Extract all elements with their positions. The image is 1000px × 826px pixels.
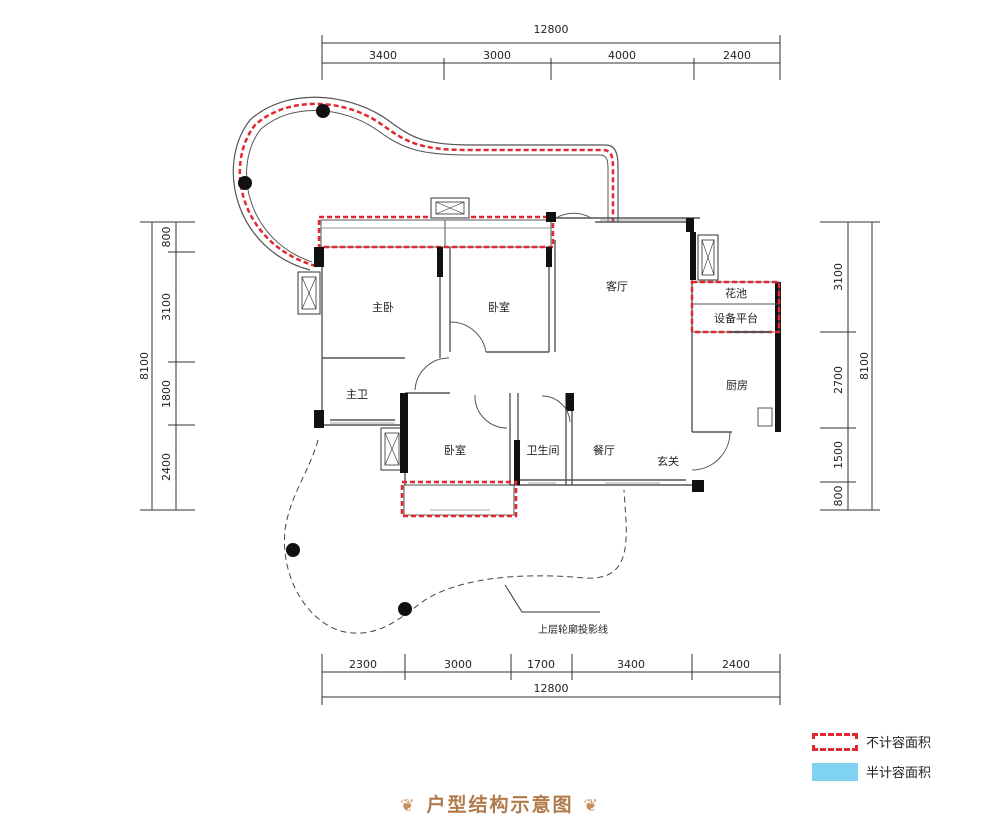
ac-unit-top [430,197,470,219]
top-dim-4: 2400 [723,49,751,62]
legend-item-half-counted: 半计容面积 [812,762,931,781]
balcony-not-counted-area [238,102,615,268]
label-master-bath: 主卫 [346,388,368,401]
right-dimension-chain [820,221,880,511]
column-dot [238,176,252,190]
curved-balcony-outer [232,96,619,271]
bottom-dim-4: 3400 [617,658,645,671]
page-title-text: 户型结构示意图 [426,794,574,816]
structural-columns [314,212,781,492]
column-dot [286,543,300,557]
ac-unit-bottom-left [380,427,404,471]
left-dimension-chain [140,221,195,511]
bottom-dim-5: 2400 [722,658,750,671]
label-bedroom-north: 卧室 [488,300,510,314]
windows [330,219,688,484]
label-dining-room: 餐厅 [593,443,615,457]
column-dot [398,602,412,616]
top-dim-2: 3000 [483,49,511,62]
legend-swatch-blue [812,762,858,781]
ac-unit-right [697,234,719,281]
top-dim-3: 4000 [608,49,636,62]
left-dim-4: 2400 [160,453,173,481]
bottom-dim-3: 1700 [527,658,555,671]
kitchen-sink [757,407,773,427]
bottom-total-dim: 12800 [534,682,569,695]
left-dim-1: 800 [160,227,173,248]
page-title: ❦ 户型结构示意图 ❦ [0,790,1000,817]
bay-window-not-counted [317,215,555,249]
annotation-leader [504,584,600,613]
top-total-dim: 12800 [534,23,569,36]
label-living-room: 客厅 [606,279,628,293]
column-dot [316,104,330,118]
label-bathroom: 卫生间 [527,443,560,457]
curved-balcony-inner [246,110,609,263]
ac-unit-left [297,271,321,315]
upper-floor-projection-line [283,439,627,634]
left-dim-3: 1800 [160,380,173,408]
legend-swatch-red [812,732,858,751]
legend-label-half-counted: 半计容面积 [866,766,932,781]
ornament-right-icon: ❦ [583,796,600,816]
label-kitchen: 厨房 [726,379,748,392]
top-dim-1: 3400 [369,49,397,62]
bottom-dimension-chain [321,654,781,705]
right-dim-1: 3100 [832,263,845,291]
south-bay-not-counted [400,480,518,518]
projection-annotation: 上层轮廓投影线 [538,623,608,636]
left-total-dim: 8100 [138,352,151,380]
door-swings [414,212,731,471]
left-dim-2: 3100 [160,293,173,321]
ornament-left-icon: ❦ [400,796,417,816]
right-dim-2: 2700 [832,366,845,394]
bottom-dim-2: 3000 [444,658,472,671]
label-equipment-platform: 设备平台 [714,311,758,325]
legend-label-not-counted: 不计容面积 [866,736,932,751]
bottom-dim-1: 2300 [349,658,377,671]
right-dim-4: 800 [832,486,845,507]
label-master-bedroom: 主卧 [372,301,394,314]
legend-item-not-counted: 不计容面积 [812,732,931,751]
right-dim-3: 1500 [832,441,845,469]
top-dimension-chain [321,35,781,80]
right-total-dim: 8100 [858,352,871,380]
label-entrance: 玄关 [657,454,679,468]
bay-window-strip [320,219,552,248]
south-bay-window [403,484,515,516]
label-planter: 花池 [725,287,747,300]
label-bedroom-south: 卧室 [444,443,466,457]
